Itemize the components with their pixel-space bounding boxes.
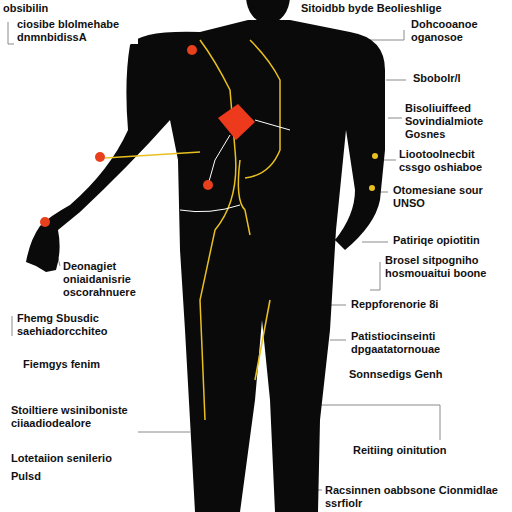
part-label: Sitoidbb byde Beolieshlige (300, 2, 443, 15)
bracket (12, 316, 13, 336)
leader-line (384, 160, 396, 161)
part-label: Sonnsedigs Genh (348, 368, 444, 381)
leader-line (362, 242, 388, 243)
part-label: ciosibe blolmehabe dnmnbidissA (16, 18, 138, 44)
part-label: Patistiocinseinti dpgaatatornouae (350, 330, 482, 356)
red-dot (187, 45, 197, 55)
leader-line (386, 80, 406, 81)
part-label: Dohcooanoe oganosoe (410, 18, 508, 44)
nerve-line (238, 160, 250, 235)
nerve-line (200, 40, 236, 420)
nerve-line (105, 152, 200, 158)
part-label: Reitiing oinitution (352, 444, 447, 457)
part-label: Pulsd (10, 470, 42, 483)
red-dot (95, 152, 105, 162)
bracket (8, 22, 14, 44)
vessel (255, 120, 290, 130)
nerve-line (245, 40, 280, 178)
part-label: Bisoliuiffeed Sovindialmiote Gosnes (404, 102, 508, 141)
part-label: Otomesiane sour UNSO (392, 184, 508, 210)
part-label: Sbobolr/l (412, 72, 462, 85)
heart (218, 104, 255, 140)
part-label: Racsinnen oabbsone Cionmidlae ssrfiolr (324, 484, 508, 510)
leader-line (330, 340, 346, 341)
nerve-line (255, 300, 270, 380)
part-label: Fhemg Sbusdic saehiadorcchiteo (16, 312, 130, 338)
part-label: Liootoolnecbit cssgo oshiaboe (398, 148, 508, 174)
body-silhouette (26, 20, 385, 512)
red-dot (203, 180, 213, 190)
markers (40, 45, 378, 227)
yellow-dot (369, 185, 375, 191)
part-label: Reppforenorie 8i (350, 298, 439, 311)
part-label: Stoiltiere wsiniboniste ciiaadiodealore (10, 404, 138, 430)
leader-line (138, 432, 190, 433)
leader-line (388, 118, 402, 119)
part-label: Patiriqe opiotitin (392, 234, 481, 247)
red-dot (40, 217, 50, 227)
yellow-dot (372, 153, 378, 159)
nerve-lines (105, 40, 280, 420)
part-label: obsibilin (2, 2, 49, 15)
part-label: Lotetaiion senilerio (10, 452, 113, 465)
vessel (208, 135, 230, 185)
part-label: Deonagiet oniaidanisrie oscorahnuere (62, 260, 140, 299)
part-label: Brosel sitpogniho hosmouaitui boone (384, 254, 508, 280)
vessel (180, 205, 240, 212)
part-label: Fiemgys fenim (22, 358, 101, 371)
leader-line (370, 262, 380, 290)
